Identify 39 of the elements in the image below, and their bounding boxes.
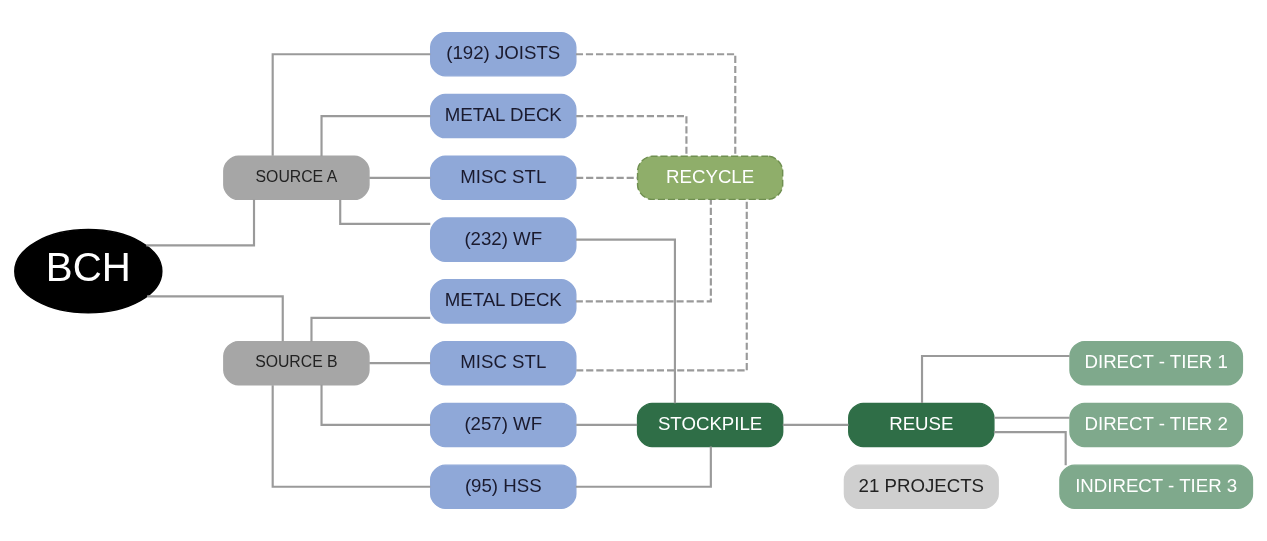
connector [576, 53, 737, 156]
node-box: MISC STL [430, 340, 577, 386]
connector [146, 199, 256, 247]
connector [576, 423, 638, 426]
node-box: SOURCE A [223, 155, 370, 201]
connector [576, 115, 688, 157]
connector [320, 384, 431, 426]
connector [576, 199, 748, 372]
connector [271, 53, 431, 156]
node-box: (192) JOISTS [430, 32, 577, 77]
connector [920, 354, 1070, 404]
connector [369, 176, 431, 179]
node-box: (95) HSS [430, 464, 577, 509]
node-box: METAL DECK [430, 93, 577, 139]
node-box: METAL DECK [430, 279, 577, 324]
connector [782, 423, 849, 426]
connector [147, 295, 284, 342]
node-box: RECYCLE [636, 155, 784, 201]
node-box: DIRECT - TIER 2 [1069, 402, 1244, 448]
node-box: DIRECT - TIER 1 [1069, 340, 1244, 386]
node-box: INDIRECT - TIER 3 [1059, 464, 1254, 509]
node-box: (257) WF [430, 402, 577, 448]
connector [320, 115, 431, 157]
node-box: STOCKPILE [636, 402, 784, 448]
node-box: MISC STL [430, 155, 577, 201]
connector [271, 385, 431, 488]
node-box: (232) WF [430, 217, 577, 262]
connector [993, 431, 1067, 466]
connector [575, 446, 712, 488]
node-box: SOURCE B [223, 340, 370, 386]
connector [575, 199, 712, 303]
connector [576, 238, 676, 404]
connector [310, 316, 431, 342]
node-box: REUSE [848, 402, 995, 448]
node-box: 21 PROJECTS [843, 464, 999, 509]
node-ellipse: BCH [14, 228, 163, 314]
connector [994, 416, 1070, 419]
connector [369, 362, 431, 365]
connector [339, 199, 431, 225]
